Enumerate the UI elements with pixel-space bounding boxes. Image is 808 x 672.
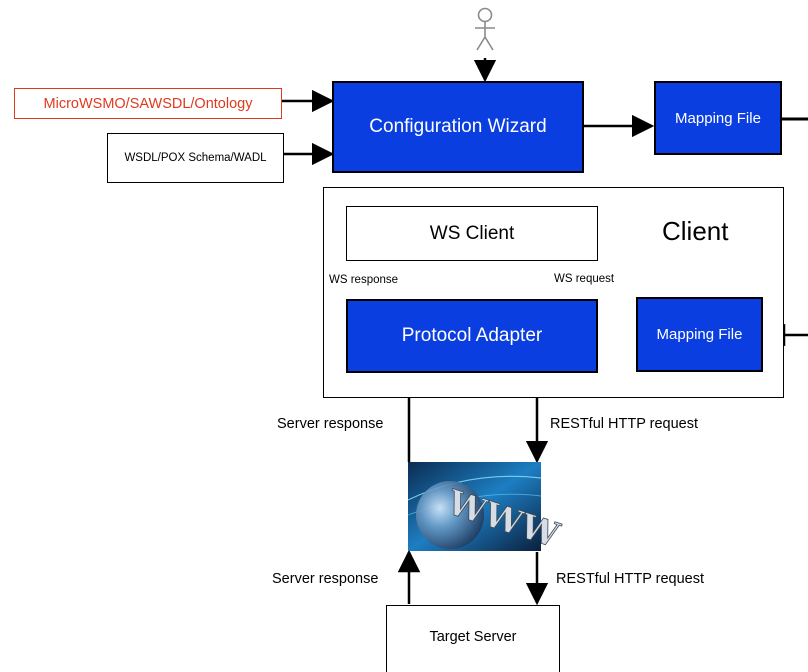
protocol-adapter-label: Protocol Adapter [401, 325, 543, 346]
schema-input-label: WSDL/POX Schema/WADL [124, 152, 267, 164]
ws-client-label: WS Client [429, 222, 515, 244]
ws-response-label: WS response [329, 274, 399, 286]
schema-input-box: WSDL/POX Schema/WADL [107, 133, 284, 183]
semantic-input-box: MicroWSMO/SAWSDL/Ontology [14, 88, 282, 119]
mapping-file-client-label: Mapping File [656, 326, 743, 343]
target-server-box: Target Server [386, 605, 560, 672]
ws-client-box: WS Client [346, 206, 598, 261]
mapping-file-client-box: Mapping File [636, 297, 763, 372]
mapping-file-top-label: Mapping File [675, 109, 761, 127]
restful-request-lower-label: RESTful HTTP request [556, 571, 705, 587]
target-server-label: Target Server [429, 628, 517, 645]
configuration-wizard-box: Configuration Wizard [332, 81, 584, 173]
server-response-upper-label: Server response [277, 416, 384, 432]
server-response-lower-label: Server response [272, 571, 379, 587]
mapping-file-top-box: Mapping File [654, 81, 782, 155]
configuration-wizard-label: Configuration Wizard [369, 116, 547, 137]
client-title: Client [662, 216, 729, 246]
semantic-input-label: MicroWSMO/SAWSDL/Ontology [43, 95, 253, 112]
protocol-adapter-box: Protocol Adapter [346, 299, 598, 373]
user-icon [475, 7, 495, 51]
restful-request-upper-label: RESTful HTTP request [550, 416, 699, 432]
ws-request-label: WS request [554, 273, 615, 285]
www-globe-icon: WWW [407, 462, 565, 557]
